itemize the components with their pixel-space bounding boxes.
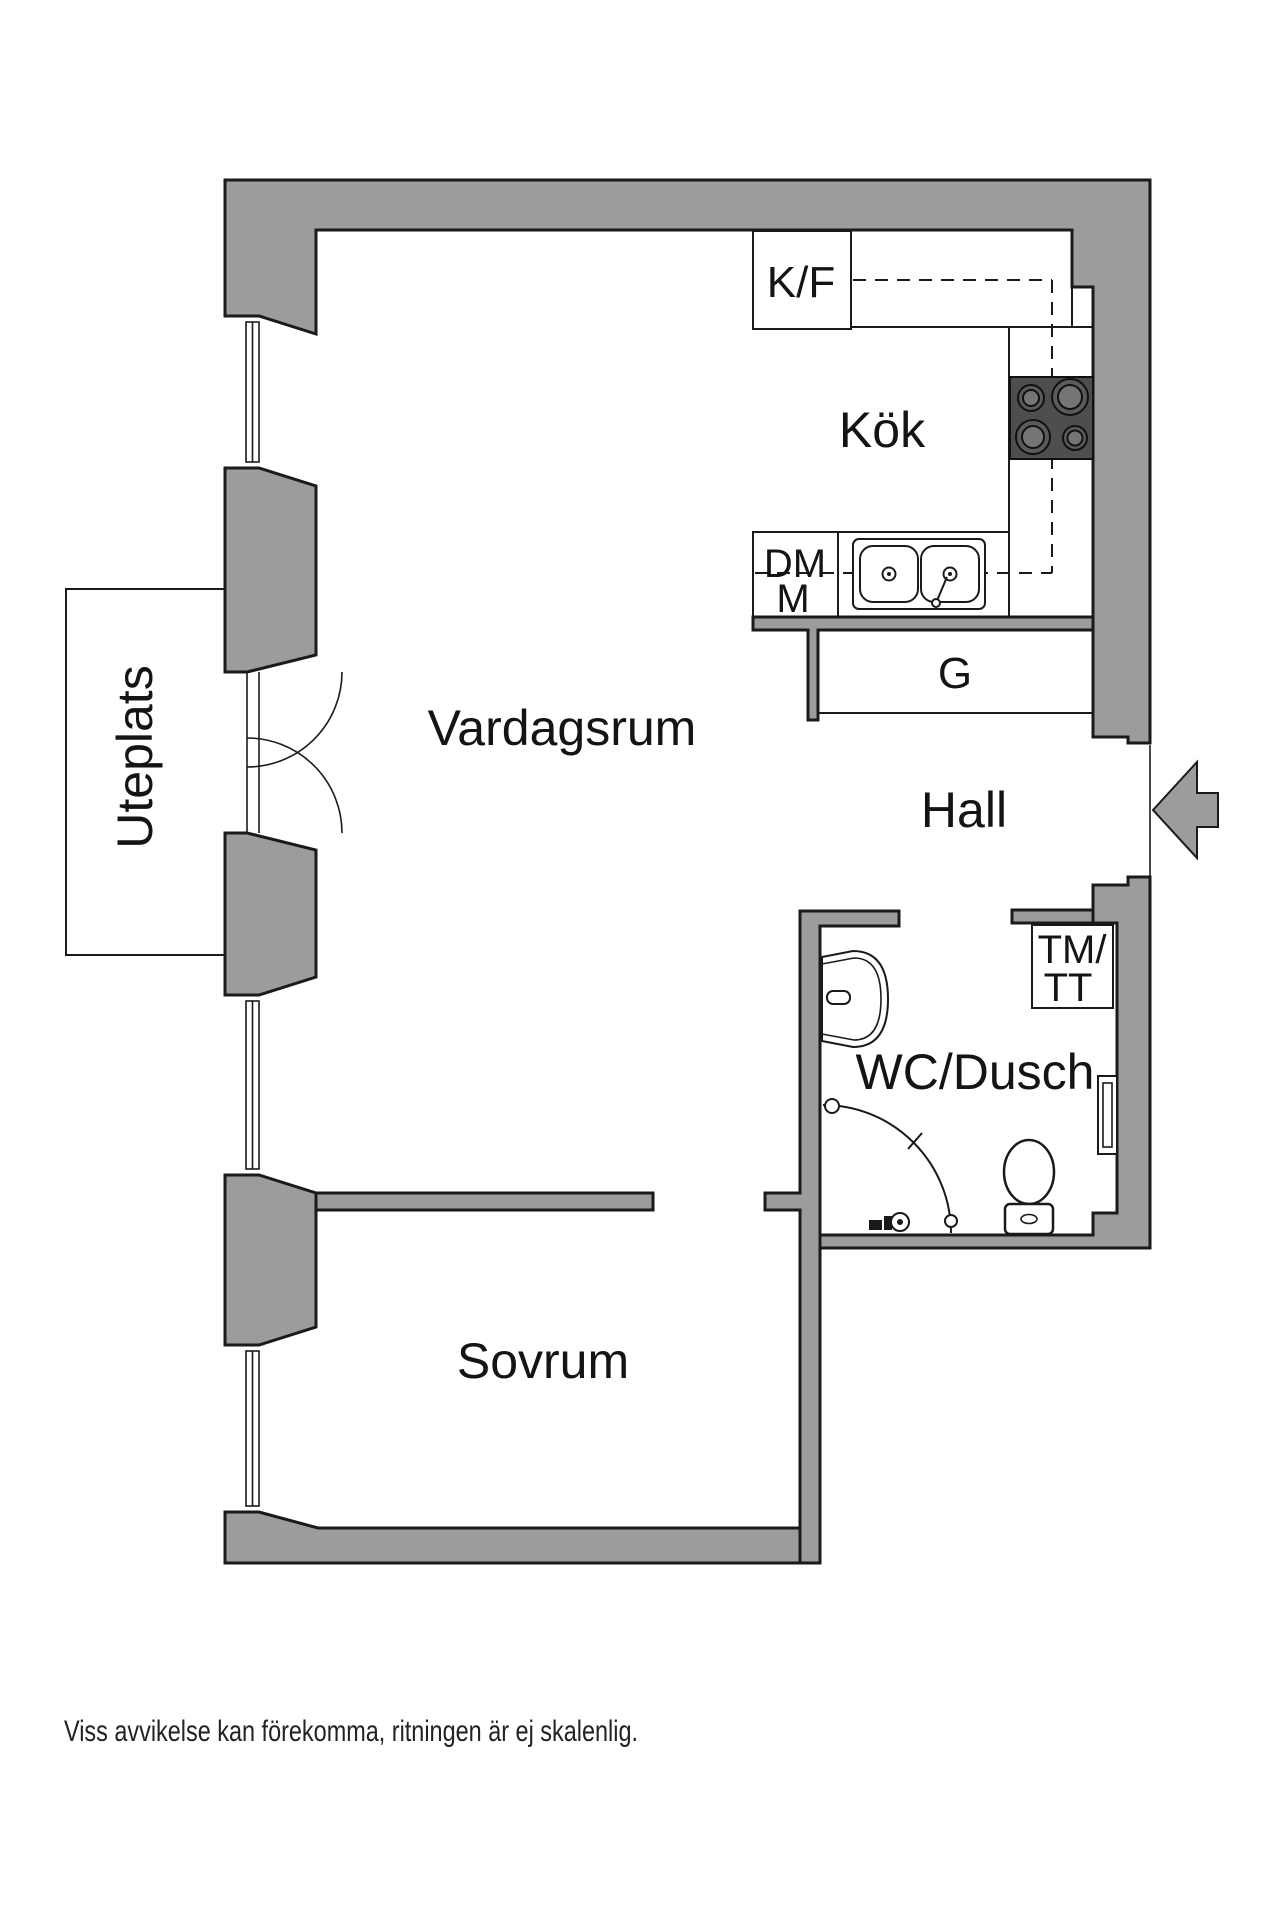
- patio-door-swing-top: [246, 671, 343, 768]
- niche-icon: [1097, 1075, 1118, 1155]
- label-fridge-freezer: K/F: [767, 258, 835, 307]
- label-dishwasher: DM: [764, 542, 826, 586]
- niche-inner: [1102, 1082, 1113, 1148]
- toilet-button: [1020, 1213, 1038, 1225]
- wall-top-and-right: [223, 178, 1152, 745]
- kitchen-counters: [752, 230, 1151, 1009]
- shower-curtain-arc: [822, 1104, 952, 1234]
- toilet-tank-icon: [1003, 1202, 1055, 1236]
- wall-divider-living-bedroom: [296, 1191, 655, 1212]
- room-label-hall: Hall: [921, 782, 1007, 838]
- basin-icon: [821, 949, 890, 1049]
- label-microwave: M: [776, 577, 809, 621]
- kitchen-sink-icon: [852, 538, 986, 610]
- patio-door-swing-bottom: [246, 737, 343, 834]
- curtain-tick: [907, 1132, 923, 1150]
- wall-kitchen-hall: [751, 615, 1095, 722]
- wall-wc-left-bedroom-right: [763, 909, 901, 1565]
- wall-left-segment-3: [223, 831, 318, 997]
- counter-sink-row: [752, 531, 1009, 616]
- curtain-end-knob: [944, 1214, 958, 1228]
- patio-door: [246, 671, 343, 834]
- label-washing-machine: TM/: [1038, 928, 1108, 972]
- stove-icon: [1009, 376, 1094, 460]
- wall-left-segment-2: [223, 466, 318, 674]
- burner-icon: [1021, 425, 1045, 449]
- mixer-icon: [884, 1216, 892, 1230]
- room-label-patio: Uteplats: [107, 665, 163, 848]
- burner-icon: [1066, 429, 1084, 447]
- wall-right-lower: [818, 875, 1152, 1250]
- shower-head-icon: [824, 1098, 840, 1114]
- toilet-bowl-icon: [1002, 1138, 1056, 1206]
- basin-inner: [821, 957, 882, 1041]
- bathroom-fixtures: [821, 949, 1118, 1236]
- burner-icon: [1022, 389, 1040, 407]
- drain-dot: [897, 1219, 903, 1225]
- labels: Kök Vardagsrum Hall Uteplats WC/Dusch So…: [107, 258, 1107, 1389]
- washer-dryer-box: [1031, 924, 1114, 1009]
- wall-bottom: [223, 1510, 820, 1565]
- room-label-bathroom: WC/Dusch: [856, 1044, 1095, 1100]
- label-wardrobe: G: [938, 649, 972, 698]
- entry-arrow-icon: [1151, 759, 1219, 861]
- wall-tmtt-top: [1010, 908, 1095, 925]
- room-label-bedroom: Sovrum: [457, 1333, 629, 1389]
- room-label-living-room: Vardagsrum: [428, 700, 697, 756]
- walls: [223, 178, 1152, 1565]
- fridge-freezer-box: [752, 230, 852, 330]
- room-label-kitchen: Kök: [839, 402, 926, 458]
- burner-icon: [1057, 384, 1083, 410]
- basin-faucet-icon: [826, 990, 851, 1005]
- mixer-icon: [869, 1220, 882, 1230]
- windows: [245, 321, 260, 1507]
- disclaimer-text: Viss avvikelse kan förekomma, ritningen …: [64, 1715, 638, 1748]
- drain-icon: [890, 1212, 910, 1232]
- patio-outline: [65, 588, 225, 956]
- label-tumble-dryer: TT: [1044, 966, 1093, 1010]
- upper-cabinet-dashes: [755, 279, 1053, 574]
- wall-left-segment-4: [223, 1173, 318, 1347]
